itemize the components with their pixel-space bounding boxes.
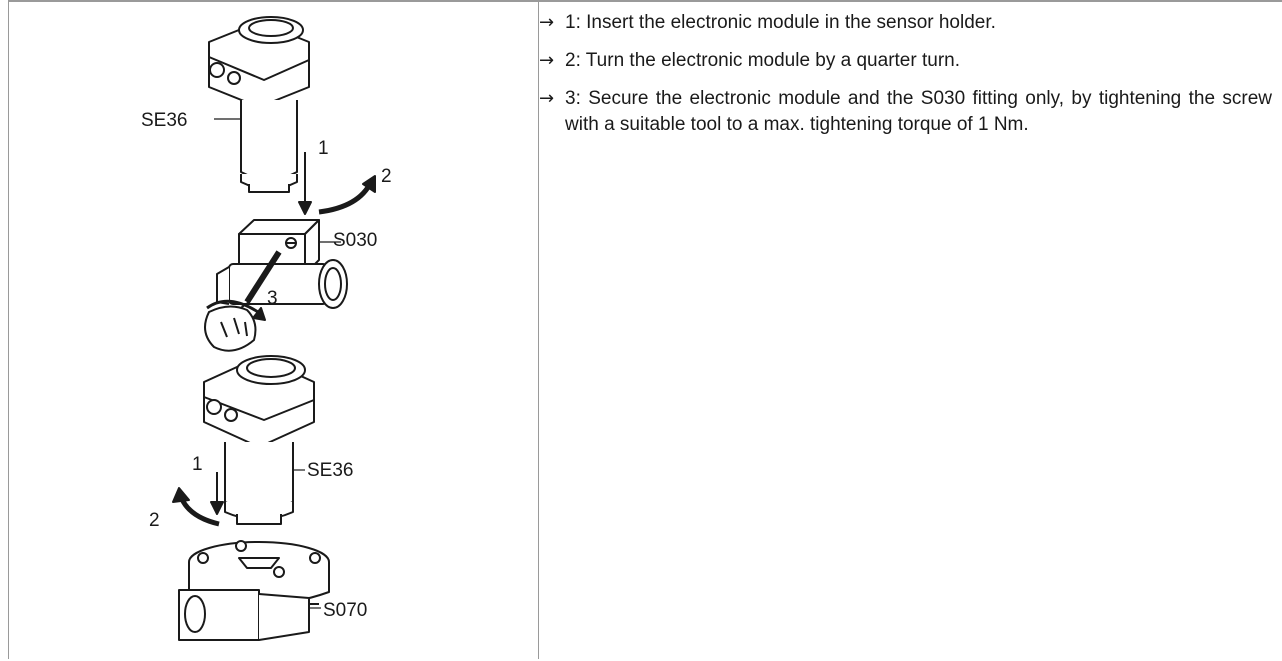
step-3-text: 3: Secure the electronic module and the … [565,88,1272,135]
step-2-text: 2: Turn the electronic module by a quart… [565,50,960,71]
step-2: → 2: Turn the electronic module by a qua… [539,48,1272,74]
label-step1-top: 1 [318,138,329,159]
step-3: → 3: Secure the electronic module and th… [539,86,1272,138]
turn-arrow-bottom [172,487,220,527]
turn-arrow-top [318,175,376,215]
insert-arrow-bottom [210,472,224,515]
se36-module-bottom [203,355,315,525]
label-s070: S070 [323,600,367,621]
label-s030: S030 [333,230,377,251]
instructions-cell: → 1: Insert the electronic module in the… [539,2,1282,659]
s030-fitting [216,219,348,309]
step-1-text: 1: Insert the electronic module in the s… [565,12,996,33]
tighten-arrow [206,299,266,321]
label-se36-bottom: SE36 [307,460,353,481]
label-step1-bottom: 1 [192,454,203,475]
label-se36-top: SE36 [141,110,187,131]
s070-fitting [178,540,330,641]
figure-cell: SE36 1 2 S030 3 1 SE36 2 S070 [9,2,539,659]
step-arrow-icon: → [539,50,555,71]
assembly-illustration: SE36 1 2 S030 3 1 SE36 2 S070 [141,16,392,641]
step-arrow-icon: → [539,12,555,33]
instruction-table: SE36 1 2 S030 3 1 SE36 2 S070 → 1: Inser… [8,0,1282,659]
step-arrow-icon: → [539,88,555,109]
label-step2-bottom: 2 [149,510,160,531]
se36-module-top [208,16,310,193]
step-1: → 1: Insert the electronic module in the… [539,10,1272,36]
label-step2-top: 2 [381,166,392,187]
insert-arrow-top [298,152,312,215]
label-step3: 3 [267,288,278,309]
